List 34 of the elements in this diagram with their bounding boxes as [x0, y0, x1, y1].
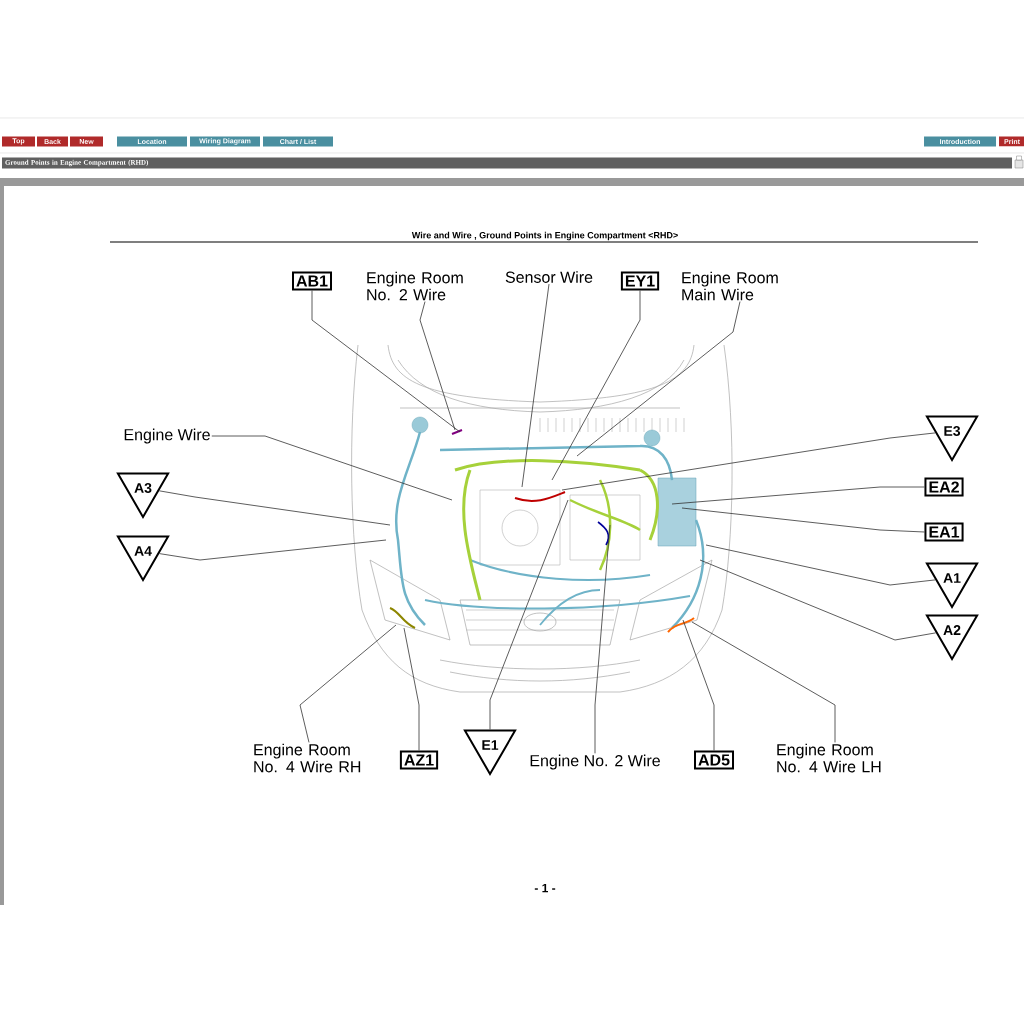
leader-line — [403, 627, 420, 751]
leader-line — [682, 619, 715, 751]
leader-line — [576, 301, 741, 457]
leader-line — [521, 283, 550, 488]
wire-name-label: Engine Wire — [124, 428, 210, 444]
connector-code-box: AB1 — [292, 271, 332, 291]
leader-line — [699, 559, 937, 641]
leader-line — [419, 301, 456, 431]
wire-name-label: Sensor Wire — [505, 271, 593, 283]
connector-code-box: EA1 — [924, 522, 964, 542]
connector-code-box: EA2 — [924, 477, 964, 497]
page-number: - 1 - — [534, 883, 556, 893]
connector-code-box: AZ1 — [399, 750, 439, 770]
leader-line — [691, 621, 836, 743]
wire-name-label: Engine Room No. 4 Wire LH — [777, 743, 881, 773]
leader-line — [594, 524, 611, 754]
leader-line — [299, 624, 397, 743]
leader-line — [671, 486, 925, 505]
leader-line — [158, 490, 391, 526]
connector-code-box: AD5 — [694, 750, 734, 770]
leader-line — [159, 539, 387, 561]
leader-line — [311, 290, 461, 433]
leader-line — [681, 507, 925, 533]
leader-line — [211, 435, 453, 501]
leader-line — [705, 544, 936, 586]
leader-line — [551, 290, 641, 481]
wire-name-label: Engine Room No. 2 Wire — [367, 271, 463, 301]
connector-code-box: EY1 — [620, 271, 660, 291]
diagram-title: Wire and Wire , Ground Points in Engine Compartment <RHD> — [411, 231, 678, 241]
wire-name-label: Engine Room No. 4 Wire RH — [254, 743, 361, 773]
wire-name-label: Engine Room Main Wire — [682, 271, 778, 301]
leader-line — [561, 432, 936, 491]
wire-name-label: Engine No. 2 Wire — [530, 754, 660, 770]
leader-line — [489, 499, 569, 730]
